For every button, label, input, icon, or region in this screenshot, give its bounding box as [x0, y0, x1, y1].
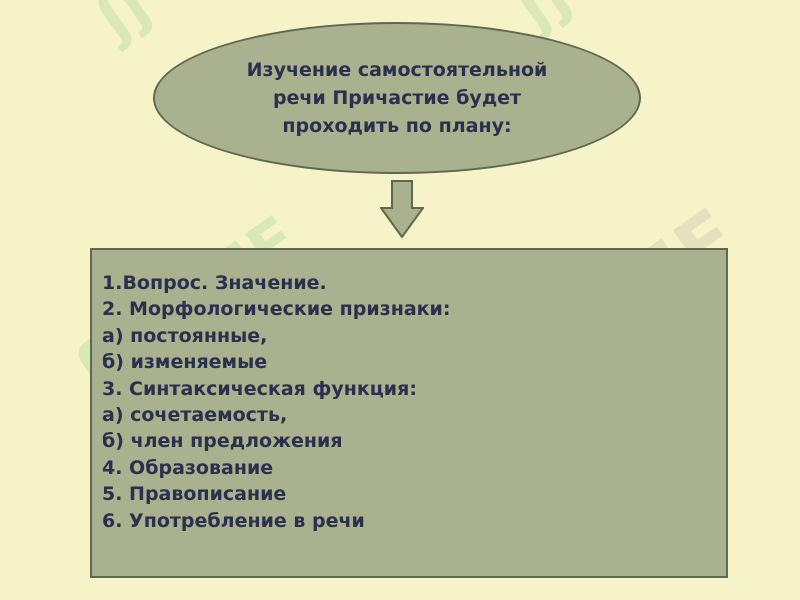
plan-item: а) сочетаемость, [102, 404, 288, 427]
plan-item: 1.Вопрос. Значение. [102, 272, 327, 294]
plan-list: 1.Вопрос. Значение. 2. Морфологические п… [92, 250, 726, 534]
down-arrow-icon [380, 180, 424, 238]
plan-item: 5. Правописание [102, 483, 287, 506]
plan-item: а) постоянные, [102, 324, 268, 347]
heading-text: Изучение самостоятельной речи Причастие … [246, 59, 548, 137]
plan-item: 6. Употребление в речи [102, 509, 365, 532]
plan-box: 1.Вопрос. Значение. 2. Морфологические п… [90, 248, 728, 578]
plan-item: б) член предложения [102, 430, 343, 453]
watermark-logo-icon: ʃʃ [84, 0, 166, 53]
heading-ellipse: Изучение самостоятельной речи Причастие … [153, 22, 641, 174]
plan-item: 3. Синтаксическая функция: [102, 377, 417, 400]
plan-item: б) изменяемые [102, 351, 268, 374]
plan-item: 4. Образование [102, 456, 274, 479]
plan-item: 2. Морфологические признаки: [102, 298, 451, 321]
